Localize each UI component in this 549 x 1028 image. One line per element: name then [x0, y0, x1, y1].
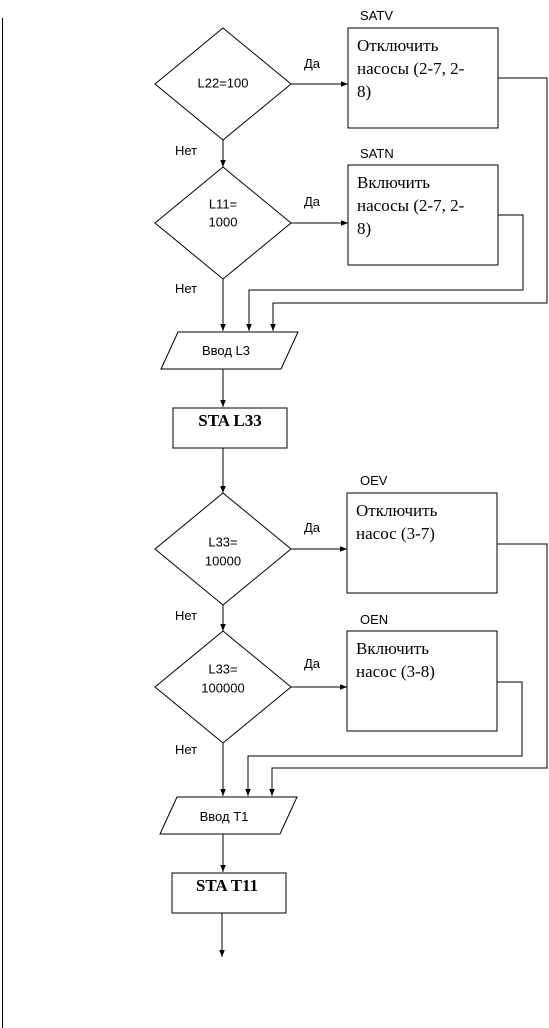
label-no-2: Нет	[175, 281, 197, 296]
action-satv-tag: SATV	[360, 8, 393, 23]
action-satv-line1: Отключить	[357, 36, 439, 55]
action-oev-line1: Отключить	[356, 501, 438, 520]
connector-satn-return	[246, 214, 524, 331]
action-satn-line3: 8)	[357, 219, 371, 238]
action-satv-line2: насосы (2-7, 2-	[357, 59, 465, 78]
action-satn-line2: насосы (2-7, 2-	[357, 196, 465, 215]
action-satn-box	[347, 164, 499, 266]
connector-oev-return	[269, 543, 548, 796]
connector-satv-return	[270, 77, 548, 331]
label-yes-2: Да	[304, 194, 321, 209]
label-yes-1: Да	[304, 56, 321, 71]
action-oen-tag: OEN	[360, 612, 388, 627]
action-oen-line2: насос (3-8)	[356, 662, 435, 681]
label-no-1: Нет	[175, 143, 197, 158]
decision-l22-text: L22=100	[198, 75, 249, 90]
label-yes-3: Да	[304, 520, 321, 535]
decision-l33-100000-line2: 100000	[201, 680, 244, 695]
decision-l33-100000-line1: L33=	[208, 661, 237, 676]
action-oen-line1: Включить	[356, 639, 429, 658]
decision-l11-line2: 1000	[209, 214, 238, 229]
input-t1-text: Ввод T1	[200, 809, 249, 824]
label-yes-4: Да	[304, 656, 321, 671]
action-satn-tag: SATN	[360, 146, 394, 161]
input-t1	[159, 796, 298, 835]
process-sta-t11	[171, 872, 287, 914]
action-oev-tag: OEV	[360, 473, 388, 488]
connector-oen-return	[245, 681, 523, 796]
input-l3	[160, 331, 299, 370]
label-no-4: Нет	[175, 742, 197, 757]
process-sta-l33	[172, 407, 288, 449]
label-no-3: Нет	[175, 608, 197, 623]
decision-l11-line1: L11=	[209, 196, 237, 211]
action-satv-line3: 8)	[357, 82, 371, 101]
action-oen-box	[346, 630, 498, 732]
action-oev-box	[346, 492, 498, 594]
decision-l33-10000-line1: L33=	[208, 534, 237, 549]
process-sta-t11-text: STA T11	[196, 876, 258, 895]
decision-l33-10000-line2: 10000	[205, 553, 241, 568]
action-satn-line1: Включить	[357, 173, 430, 192]
action-oev-line2: насос (3-7)	[356, 524, 435, 543]
process-sta-l33-text: STA L33	[198, 411, 261, 430]
input-l3-text: Ввод L3	[202, 343, 250, 358]
action-satv-box	[347, 27, 499, 129]
